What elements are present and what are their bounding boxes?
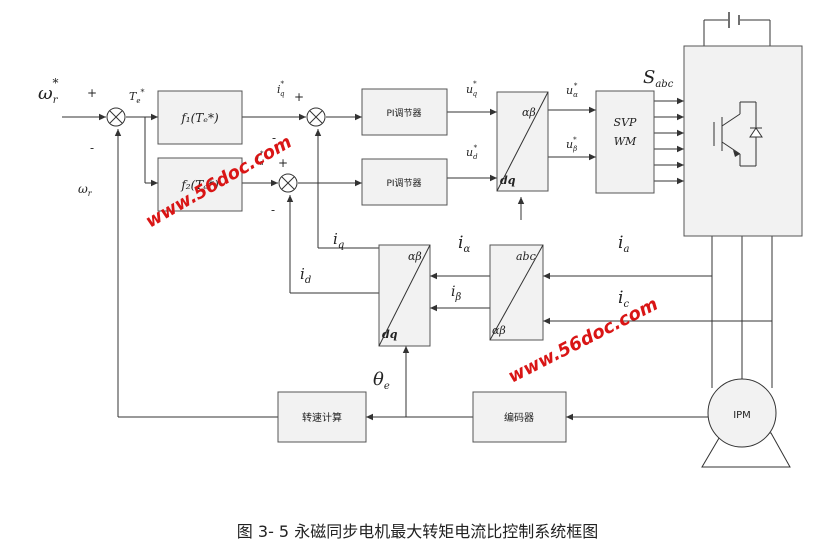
svpwm-block: SVP WM	[595, 90, 655, 194]
omega-ref-label: ωr*	[38, 76, 59, 106]
speed-calc-block: 转速计算	[277, 391, 367, 443]
svg-text:f₁(Tₑ*): f₁(Tₑ*)	[180, 111, 219, 125]
svg-text:SVP: SVP	[614, 116, 637, 129]
svg-text:αβ: αβ	[408, 250, 422, 263]
id-ref-label: id*	[256, 150, 265, 167]
svg-text:PI调节器: PI调节器	[386, 108, 421, 119]
ubeta-ref-label: uβ*	[566, 136, 577, 153]
f2-block: f₂(Tₑ*)	[157, 157, 243, 212]
omega-fb-label: ωr	[78, 182, 93, 198]
svg-text:f₂(Tₑ*): f₂(Tₑ*)	[180, 178, 219, 192]
svg-text:编码器: 编码器	[504, 411, 534, 424]
uq-ref-label: u*q	[466, 80, 478, 98]
svg-text:abc: abc	[516, 250, 536, 263]
ualpha-ref-label: uα*	[566, 82, 578, 99]
svg-text:转速计算: 转速计算	[302, 411, 342, 424]
summing-junctions	[106, 107, 326, 193]
svg-text:dq: dq	[382, 328, 398, 341]
sabc-label: Sabc	[643, 67, 674, 90]
motor-icon: IPM	[701, 378, 791, 468]
iq-label: iq	[333, 230, 344, 251]
park-block: αβ dq	[378, 244, 431, 347]
id-label: id	[300, 265, 311, 286]
sum3-minus-sign: -	[271, 203, 275, 217]
inverse-park-block: αβ dq	[496, 91, 549, 192]
sum2-minus-sign: -	[272, 131, 276, 145]
svg-text:WM: WM	[614, 135, 637, 148]
ialpha-label: iα	[458, 233, 470, 255]
svg-text:αβ: αβ	[522, 106, 536, 119]
iq-ref-label: i*q	[277, 80, 285, 98]
sum3-plus-sign: +	[278, 156, 288, 170]
sum2-plus-sign: +	[294, 90, 304, 104]
svg-text:IPM: IPM	[733, 410, 751, 421]
encoder-block: 编码器	[472, 391, 567, 443]
svg-text:PI调节器: PI调节器	[386, 178, 421, 189]
clarke-block: abc αβ	[489, 244, 544, 341]
ia-label: ia	[618, 233, 629, 255]
svg-text:dq: dq	[500, 174, 516, 187]
svg-text:αβ: αβ	[492, 324, 506, 337]
theta-label: θe	[373, 369, 390, 392]
sum1-minus-sign: -	[90, 141, 94, 155]
inverter-block	[683, 45, 803, 237]
figure-caption: 图 3- 5 永磁同步电机最大转矩电流比控制系统框图	[236, 522, 599, 541]
pi-d-block: PI调节器	[361, 158, 448, 206]
te-ref-label: Te*	[129, 88, 145, 105]
pi-q-block: PI调节器	[361, 88, 448, 136]
ibeta-label: iβ	[451, 284, 461, 303]
igbt-icon	[713, 101, 763, 167]
ic-label: ic	[618, 288, 629, 310]
ud-ref-label: ud*	[466, 144, 478, 161]
sum1-plus-sign: +	[87, 86, 97, 100]
f1-block: f₁(Tₑ*)	[157, 90, 243, 145]
